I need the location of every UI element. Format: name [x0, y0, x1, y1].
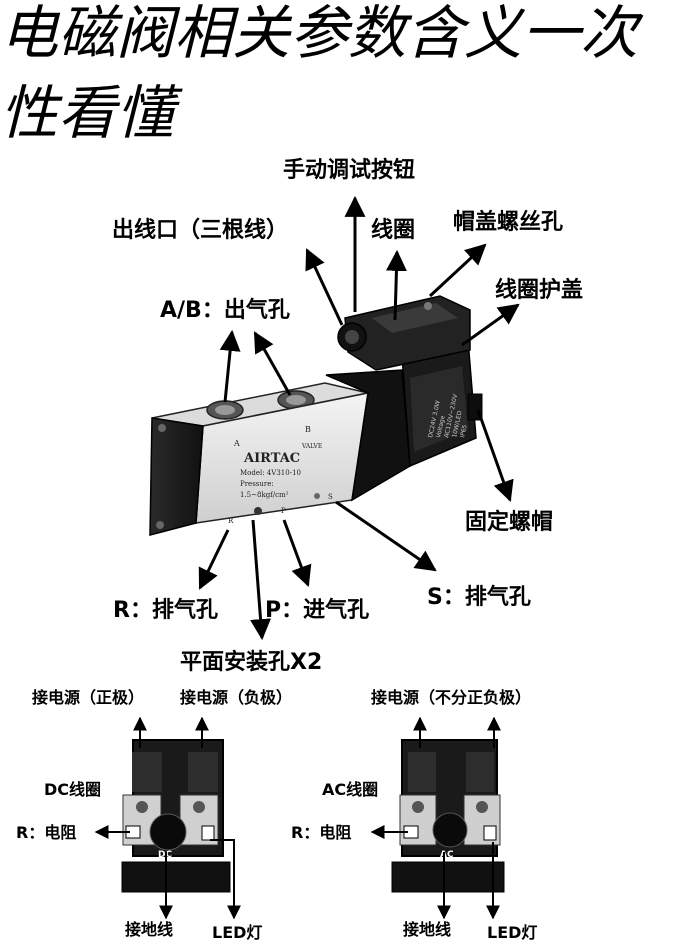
label-dc-power-positive: 接电源（正极） [32, 688, 145, 707]
port-p-print: P [281, 507, 286, 515]
ac-center-mark: AC [440, 850, 454, 860]
arrow-coil-cover [461, 303, 520, 347]
arrow-r-exhaust [198, 529, 230, 590]
label-ac-power: 接电源（不分正负极） [371, 688, 532, 707]
valve-arrows [198, 195, 520, 641]
brand-print: AIRTAC [243, 451, 300, 466]
label-s-exhaust: S：排气孔 [427, 585, 531, 610]
label-ac-led: LED灯 [487, 923, 538, 942]
coil-print-line: Voltage [435, 415, 447, 439]
label-dc-coil: DC线圈 [44, 780, 102, 799]
mount-hole-1 [254, 507, 262, 515]
ac-arrows [370, 716, 501, 920]
left-end-cap [149, 417, 204, 536]
ac-coil-photo: AC [391, 739, 505, 893]
cap-screw [424, 302, 432, 310]
label-dc-led: LED灯 [212, 923, 263, 942]
arrow-dc-led [210, 839, 241, 920]
pressure-print: Pressure: [240, 480, 274, 488]
arrow-s-exhaust [335, 500, 437, 572]
label-coil-cover: 线圈护盖 [495, 278, 584, 303]
solenoid-block [325, 369, 411, 502]
arrow-p-inlet [282, 519, 312, 587]
pressure-range-print: 1.5~8kgf/cm² [240, 491, 289, 499]
label-ab-outlet: A/B：出气孔 [160, 298, 290, 323]
label-coil: 线圈 [371, 218, 416, 243]
arrow-coil [385, 249, 407, 321]
port-r-print: R [228, 517, 234, 525]
label-mount-holes: 平面安装孔X2 [180, 650, 323, 675]
label-manual-button: 手动调试按钮 [283, 158, 416, 183]
port-s-dot [314, 493, 320, 499]
label-outlet-three-wire: 出线口（三根线） [112, 218, 289, 243]
model-print: Model: 4V310-10 [240, 469, 301, 477]
label-dc-resistor: R：电阻 [16, 823, 77, 842]
coil-print-line: IP65 [459, 424, 469, 438]
port-a-print: A [233, 439, 240, 448]
arrow-outlet [305, 248, 344, 326]
label-dc-ground: 接地线 [125, 920, 174, 939]
label-p-inlet: P：进气孔 [265, 598, 370, 623]
label-fixing-nut: 固定螺帽 [465, 510, 554, 535]
arrow-cap-screw [428, 243, 487, 298]
label-ac-ground: 接地线 [403, 920, 452, 939]
arrow-port-b [253, 331, 292, 396]
dc-coil-photo: DC [121, 739, 231, 893]
label-ac-coil: AC线圈 [322, 780, 379, 799]
label-dc-power-negative: 接电源（负极） [180, 688, 293, 707]
title-line-2: 性看懂 [0, 79, 175, 147]
title-line-1: 电磁阀相关参数含义一次 [0, 0, 639, 67]
label-r-exhaust: R：排气孔 [113, 598, 218, 623]
valve-word-print: VALVE [301, 443, 322, 450]
label-ac-resistor: R：电阻 [291, 823, 352, 842]
dc-arrows [94, 716, 241, 920]
port-b-print: B [305, 425, 311, 434]
solenoid-valve [149, 295, 483, 536]
arrow-fixing-nut [476, 409, 514, 502]
label-cap-screw-hole: 帽盖螺丝孔 [453, 210, 564, 235]
port-s-print: S [328, 493, 333, 501]
arrow-mount-holes [250, 519, 272, 641]
arrow-port-a [219, 329, 241, 403]
